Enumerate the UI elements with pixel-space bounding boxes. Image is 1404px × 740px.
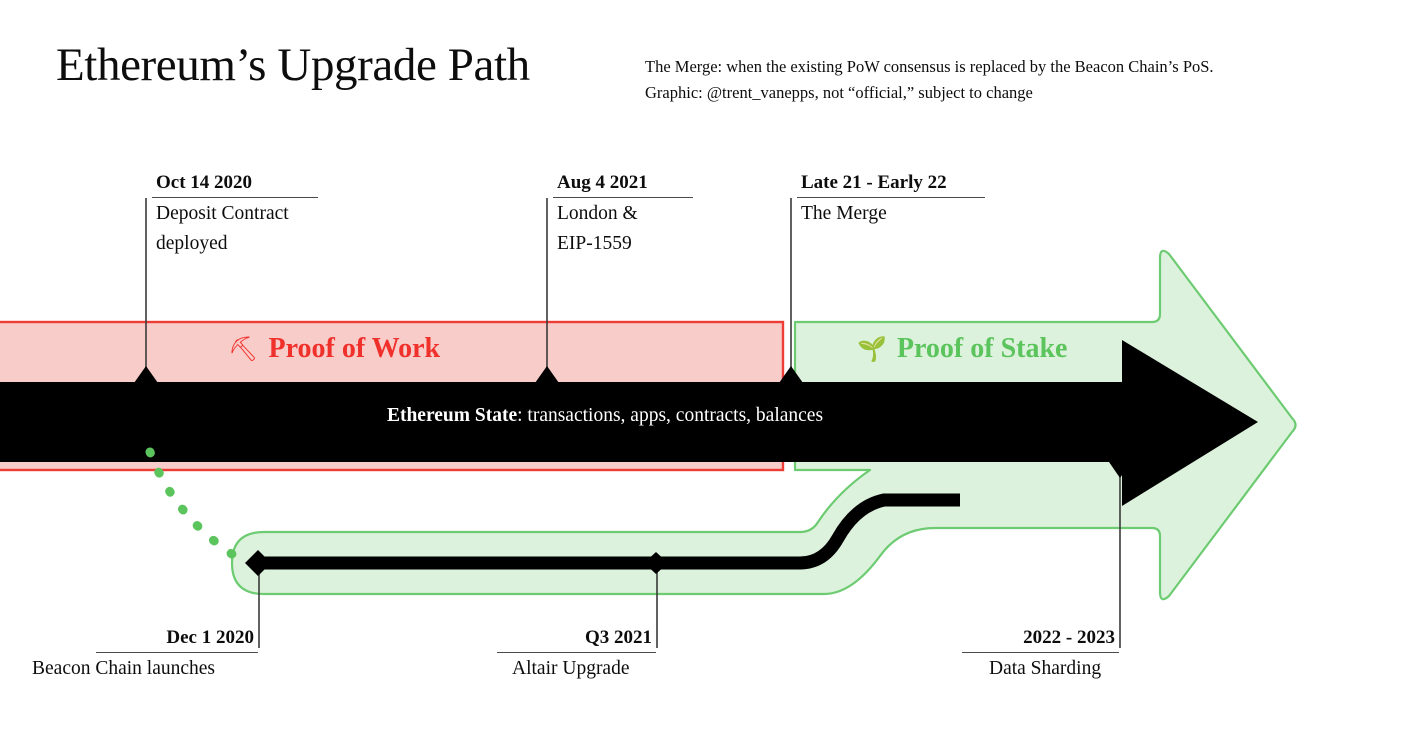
callout-desc-line-1: Altair Upgrade — [512, 658, 630, 680]
ethereum-state-rest: : transactions, apps, contracts, balance… — [517, 405, 824, 426]
callout-rule — [497, 651, 656, 654]
callout-desc-line-1: Beacon Chain launches — [32, 658, 216, 680]
proof-of-stake-label: 🌱 Proof of Stake — [857, 333, 1067, 365]
proof-of-stake-arrow — [230, 249, 1297, 601]
callout-desc-line-1: Deposit Contract — [156, 203, 289, 225]
subtitle-line-2: Graphic: @trent_vanepps, not “official,”… — [645, 82, 1033, 102]
subtitle: The Merge: when the existing PoW consens… — [645, 54, 1365, 105]
ethereum-state-label: Ethereum State: transactions, apps, cont… — [0, 404, 1210, 427]
callout-date: Oct 14 2020 — [156, 172, 253, 193]
ethereum-state-arrow — [0, 340, 1258, 506]
node-marker-beacon — [245, 550, 271, 576]
callout-date: 2022 - 2023 — [1023, 627, 1115, 648]
seedling-icon: 🌱 — [857, 335, 887, 363]
callout-the-merge: Late 21 - Early 22 The Merge — [797, 172, 985, 228]
node-marker-merge — [779, 366, 803, 383]
callout-altair-upgrade: Q3 2021 Altair Upgrade — [497, 627, 656, 683]
callout-date: Q3 2021 — [584, 627, 652, 648]
node-marker-sharding — [1109, 462, 1131, 478]
callout-data-sharding: 2022 - 2023 Data Sharding — [962, 627, 1119, 683]
callout-rule — [553, 196, 693, 199]
callout-rule — [152, 196, 318, 199]
node-marker-altair — [644, 552, 668, 574]
callout-beacon-chain: Dec 1 2020 Beacon Chain launches — [32, 627, 258, 683]
header: Ethereum’s Upgrade Path The Merge: when … — [0, 0, 1404, 150]
callout-rule — [962, 651, 1119, 654]
callout-desc-line-1: The Merge — [801, 203, 887, 225]
callout-desc-line-1: London & — [557, 203, 638, 225]
callout-date: Aug 4 2021 — [557, 172, 648, 193]
pickaxe-icon: ⛏ — [228, 335, 259, 363]
node-marker-deposit — [134, 366, 158, 383]
proof-of-work-label: ⛏ Proof of Work — [228, 333, 440, 365]
callout-date: Late 21 - Early 22 — [801, 172, 947, 193]
proof-of-work-text: Proof of Work — [268, 333, 441, 364]
page-title: Ethereum’s Upgrade Path — [56, 39, 530, 91]
callout-london-eip1559: Aug 4 2021 London & EIP-1559 — [553, 172, 693, 258]
callout-rule — [96, 651, 258, 654]
callout-desc-line-2: deployed — [156, 233, 228, 255]
ethereum-state-bold: Ethereum State — [386, 405, 518, 426]
callout-date: Dec 1 2020 — [166, 627, 254, 648]
callout-deposit-contract: Oct 14 2020 Deposit Contract deployed — [152, 172, 318, 258]
callout-desc-line-1: Data Sharding — [989, 658, 1102, 680]
callout-desc-line-2: EIP-1559 — [557, 233, 632, 255]
subtitle-line-1: The Merge: when the existing PoW consens… — [645, 57, 1214, 76]
beacon-chain-line — [252, 493, 960, 570]
callout-rule — [797, 196, 985, 199]
node-marker-london — [535, 366, 559, 383]
proof-of-stake-text: Proof of Stake — [896, 333, 1068, 364]
